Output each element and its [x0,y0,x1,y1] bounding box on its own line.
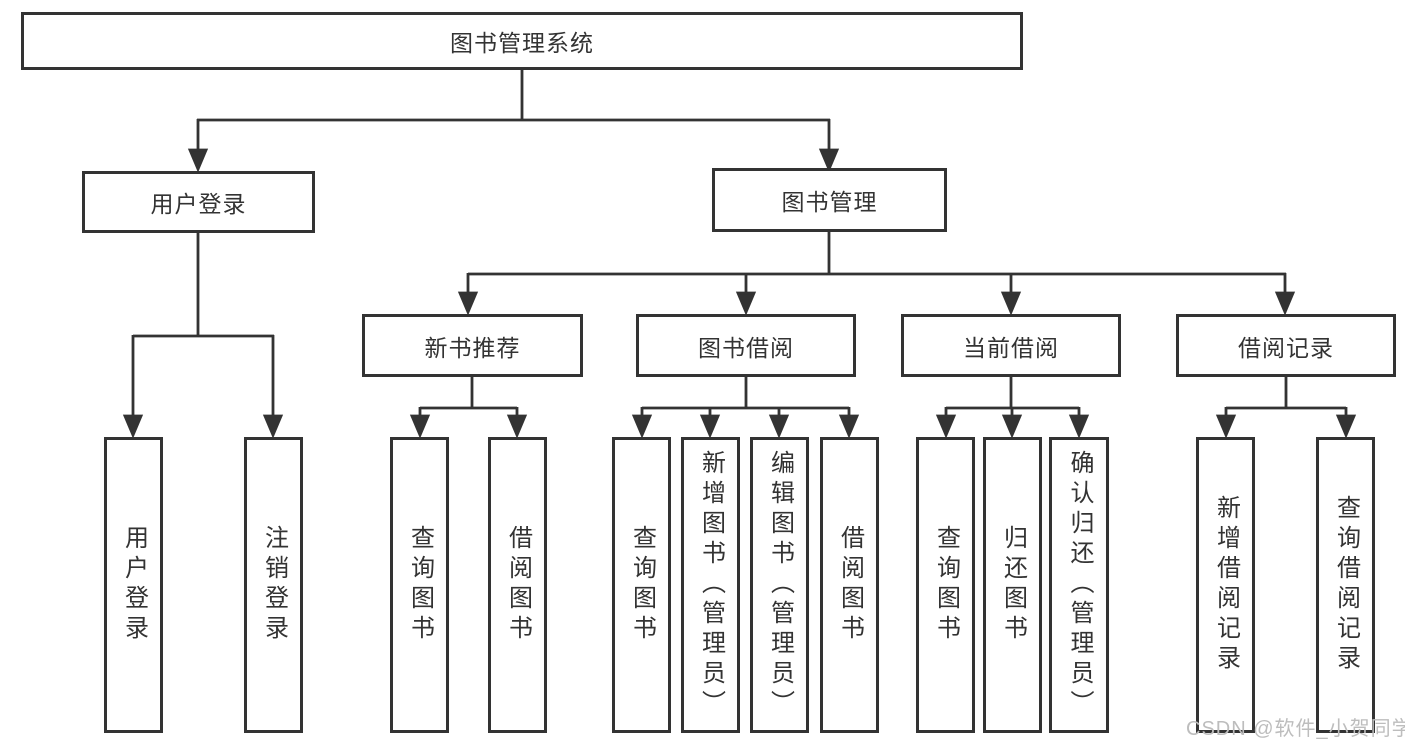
arrowhead [768,414,790,439]
node-label: 新书推荐 [424,334,521,361]
arrowhead [187,148,209,173]
arrowhead [735,291,757,316]
arrowhead [699,414,721,439]
leaf-logout: 注销登录 [244,437,303,733]
arrowhead [262,414,284,439]
arrowhead [935,414,957,439]
node-label: 图书借阅 [698,334,794,361]
leaf-query-books-recommend: 查询图书 [390,437,449,733]
node-user-login: 用户登录 [82,171,315,233]
node-book-management: 图书管理 [712,168,947,232]
node-label: 查询借阅记录 [1332,495,1360,675]
node-book-borrow: 图书借阅 [636,314,856,377]
leaf-confirm-return-admin: 确认归还（管理员） [1049,437,1109,733]
node-label: 用户登录 [120,525,148,645]
node-label: 新增借阅记录 [1212,495,1240,675]
node-label: 借阅图书 [504,525,532,645]
arrowhead [409,414,431,439]
connector-book-management-to-level3 [457,231,1296,316]
arrowhead [1000,291,1022,316]
arrowhead [1068,414,1090,439]
arrowhead [122,414,144,439]
node-label: 用户登录 [150,191,247,217]
connector-current-borrow-to-leaves [935,376,1090,439]
leaf-return-books: 归还图书 [983,437,1042,733]
node-label: 借阅图书 [836,525,864,645]
node-label: 编辑图书（管理员） [766,450,794,720]
leaf-query-borrow-record: 查询借阅记录 [1316,437,1375,733]
connector-new-book-recommend-to-leaves [409,376,528,439]
connector-user-login-to-leaves [122,233,284,439]
node-label: 查询图书 [406,525,434,645]
leaf-add-book-admin: 新增图书（管理员） [681,437,740,733]
leaf-add-borrow-record: 新增借阅记录 [1196,437,1255,733]
arrowhead [1215,414,1237,439]
node-root: 图书管理系统 [21,12,1023,70]
node-label: 确认归还（管理员） [1066,450,1093,720]
node-label: 注销登录 [260,525,288,645]
arrowhead [506,414,528,439]
node-label: 查询图书 [932,525,960,645]
arrowhead [818,148,840,173]
arrowhead [1001,414,1023,439]
arrowhead [1274,291,1296,316]
leaf-query-books-current: 查询图书 [916,437,975,733]
node-label: 图书管理系统 [450,30,594,56]
connector-book-borrow-to-leaves [631,376,860,439]
arrowhead [838,414,860,439]
node-new-book-recommend: 新书推荐 [362,314,583,377]
csdn-watermark: CSDN @软件_小贺同学 [1186,718,1405,740]
node-label: 图书管理 [781,189,878,215]
arrowhead [631,414,653,439]
node-label: 当前借阅 [963,334,1059,361]
leaf-borrow-books-recommend: 借阅图书 [488,437,547,733]
node-borrow-records: 借阅记录 [1176,314,1396,377]
node-current-borrow: 当前借阅 [901,314,1121,377]
connector-borrow-records-to-leaves [1215,376,1357,439]
leaf-borrow-books: 借阅图书 [820,437,879,733]
node-label: 新增图书（管理员） [697,450,725,720]
leaf-edit-book-admin: 编辑图书（管理员） [750,437,809,733]
leaf-user-login: 用户登录 [104,437,163,733]
arrowhead [457,291,479,316]
connector-root-to-level2 [187,70,840,173]
arrowhead [1335,414,1357,439]
node-label: 查询图书 [628,525,656,645]
leaf-query-books-borrow: 查询图书 [612,437,671,733]
node-label: 归还图书 [999,525,1027,645]
node-label: 借阅记录 [1238,334,1334,361]
